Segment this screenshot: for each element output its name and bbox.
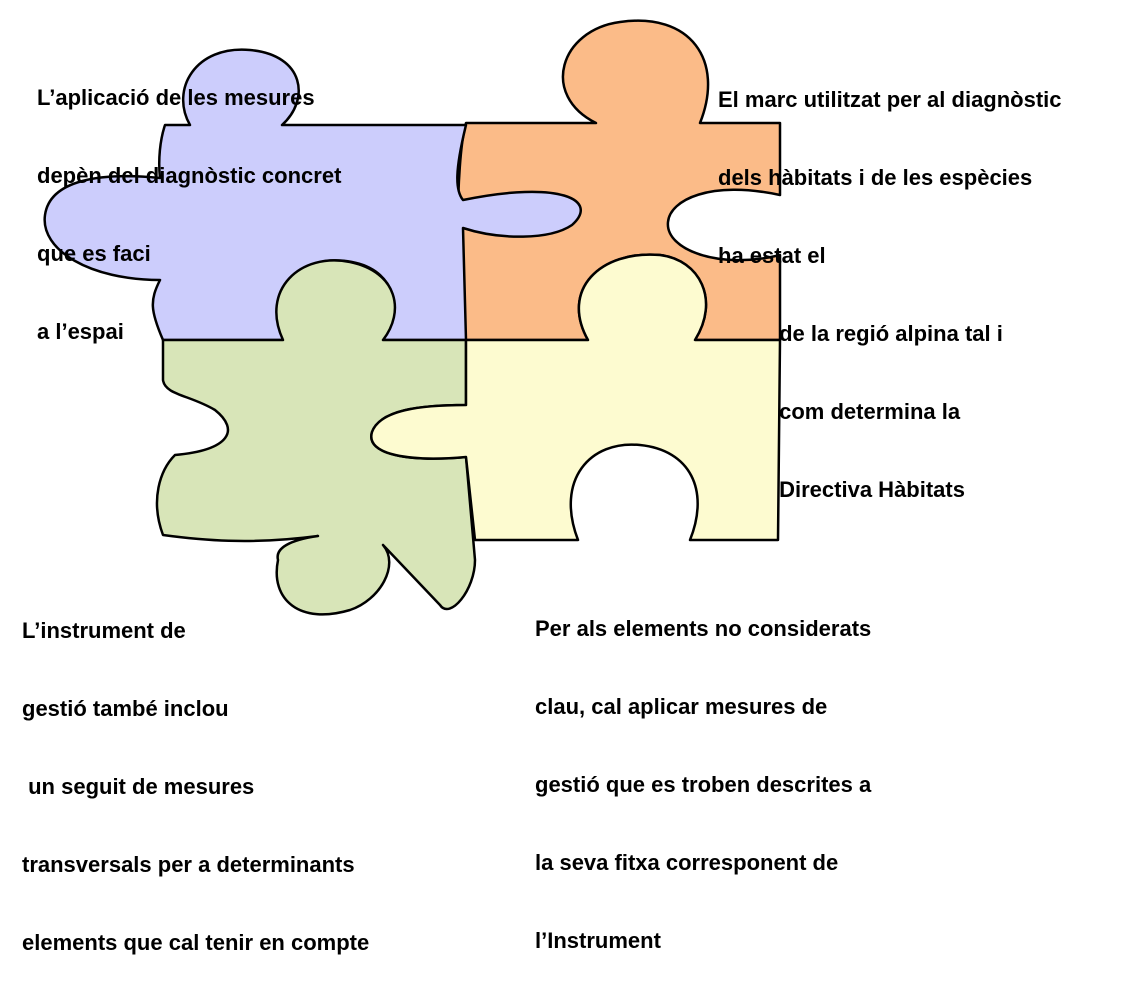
caption-line: gestió que es troben descrites a xyxy=(535,772,872,797)
caption-line: depèn del diagnòstic concret xyxy=(37,163,342,188)
caption-line: clau, cal aplicar mesures de xyxy=(535,694,828,719)
caption-line: a l’espai xyxy=(37,319,124,344)
caption-line: la seva fitxa corresponent de xyxy=(535,850,839,875)
caption-bottom-right: Per als elements no considerats clau, ca… xyxy=(535,564,871,980)
caption-line: gestió també inclou xyxy=(22,696,229,721)
caption-line: dels hàbitats i de les espècies xyxy=(718,165,1033,190)
caption-line: l’Instrument xyxy=(535,928,661,953)
caption-line: transversals per a determinants xyxy=(22,852,355,877)
caption-line: Per als elements no considerats xyxy=(535,616,872,641)
caption-bottom-left: L’instrument de gestió també inclou un s… xyxy=(22,566,369,982)
puzzle-diagram xyxy=(43,19,782,616)
caption-line: Directiva Hàbitats xyxy=(718,477,965,502)
caption-line: ha estat el xyxy=(718,243,826,268)
caption-line: de la regió alpina tal i xyxy=(718,321,1003,346)
caption-line: L’aplicació de les mesures xyxy=(37,85,315,110)
puzzle-piece-bottom-left xyxy=(155,259,477,616)
caption-line: un seguit de mesures xyxy=(22,774,255,799)
caption-line: que es faci xyxy=(37,241,151,266)
caption-line: elements que cal tenir en compte xyxy=(22,930,370,955)
caption-top-left: L’aplicació de les mesures depèn del dia… xyxy=(37,33,341,371)
caption-line: L’instrument de xyxy=(22,618,186,643)
caption-top-right: El marc utilitzat per al diagnòstic dels… xyxy=(718,35,1062,529)
caption-line: El marc utilitzat per al diagnòstic xyxy=(718,87,1062,112)
caption-line: com determina la xyxy=(718,399,961,424)
puzzle-piece-bottom-right xyxy=(370,253,782,542)
